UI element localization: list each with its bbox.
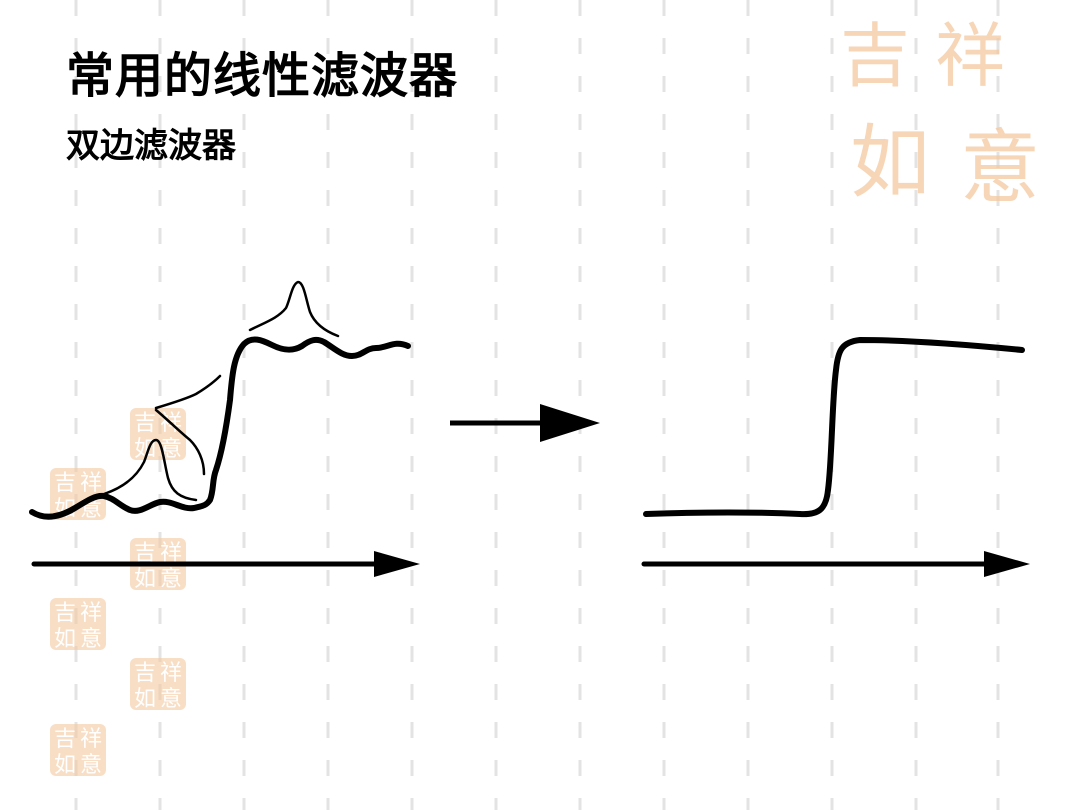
svg-text:吉: 吉 [54,601,76,626]
svg-text:如: 如 [54,627,76,652]
noisy-signal-curve [29,336,411,520]
left-x-axis-arrowhead [374,551,420,577]
svg-text:如: 如 [134,687,156,712]
svg-text:吉: 吉 [54,471,76,496]
seal-stamp-small: 吉祥如意 [130,658,186,712]
svg-text:吉: 吉 [840,15,910,97]
slide-subtitle: 双边滤波器 [66,126,236,166]
svg-text:吉: 吉 [134,411,156,436]
slide-title: 常用的线性滤波器 [66,48,459,104]
bilateral-kernel-edge [154,374,222,476]
svg-text:意: 意 [960,121,1040,214]
svg-text:祥: 祥 [80,601,102,626]
svg-text:祥: 祥 [935,15,1005,97]
seal-stamp-small: 吉祥如意 [50,724,106,778]
svg-text:意: 意 [160,567,182,592]
svg-text:吉: 吉 [134,661,156,686]
svg-text:意: 意 [80,753,102,778]
right-panel [641,337,1030,577]
svg-text:吉: 吉 [54,727,76,752]
svg-text:如: 如 [134,567,156,592]
seal-stamp-small: 吉祥如意 [130,408,186,462]
svg-text:祥: 祥 [80,727,102,752]
gaussian-kernel-small [102,438,198,502]
svg-text:意: 意 [160,687,182,712]
left-panel [29,280,420,577]
svg-text:祥: 祥 [80,471,102,496]
right-x-axis-arrowhead [984,551,1030,577]
svg-text:祥: 祥 [160,541,182,566]
svg-text:意: 意 [160,437,182,462]
svg-text:意: 意 [80,627,102,652]
transform-arrow [450,404,600,442]
svg-text:如: 如 [54,753,76,778]
seal-watermark-large: 吉 祥 如 意 [840,15,1040,214]
smoothed-step-curve [643,337,1025,518]
seal-stamp-small: 吉祥如意 [50,598,106,652]
svg-text:如: 如 [850,116,930,209]
svg-text:吉: 吉 [134,541,156,566]
svg-text:祥: 祥 [160,661,182,686]
gaussian-kernel-plateau [248,280,340,338]
